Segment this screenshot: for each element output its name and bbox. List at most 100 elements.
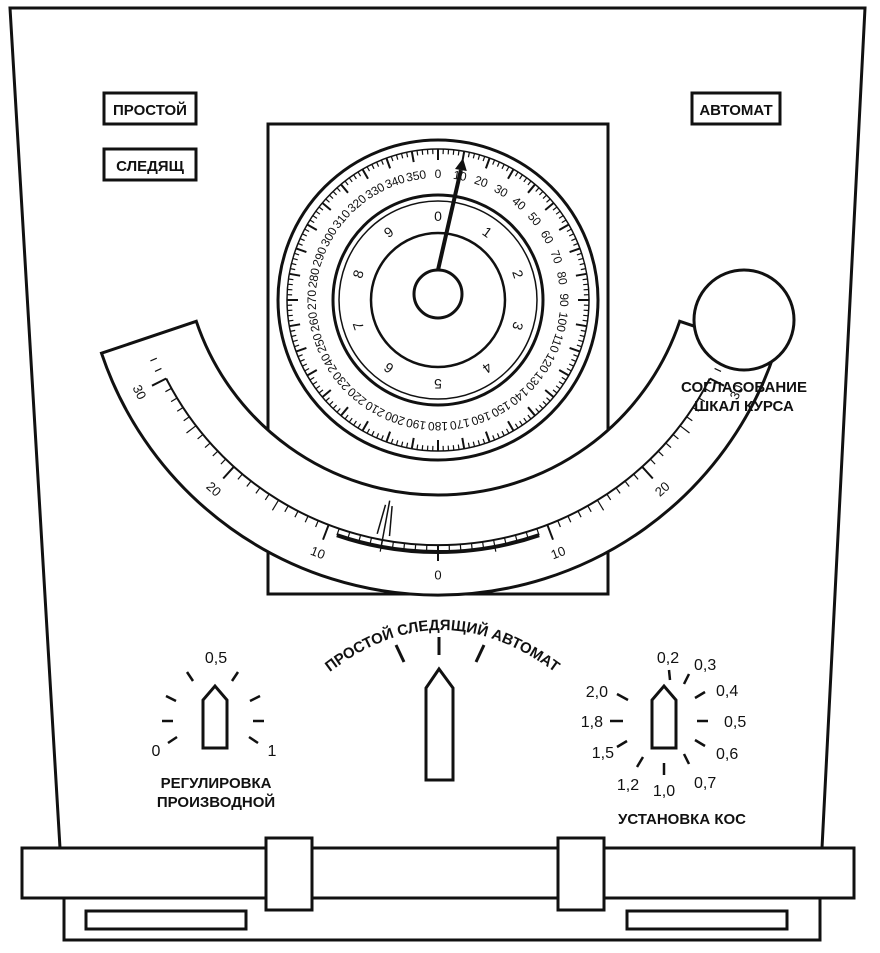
roll-tick [633,473,639,480]
heading-tick [452,445,455,451]
heading-tick [501,164,505,170]
heading-tick [514,171,519,177]
heading-tick [299,238,305,242]
roll-tick [679,425,690,434]
heading-label: 340 [383,171,407,191]
heading-tick [421,149,424,155]
heading-tick [579,334,585,338]
roll-tick [304,515,309,523]
indicator-avtomat: АВТОМАТ [690,91,782,126]
heading-tick [410,151,415,163]
roll-tick [403,543,406,551]
heading-label: 290 [310,245,330,269]
roll-tick [672,433,679,440]
roll-scale-outline [99,319,777,597]
derivative-knob-label-line2: ПРОИЗВОДНОЙ [157,793,275,811]
heading-tick [578,339,584,343]
heading-tick [332,190,338,196]
heading-tick [569,247,581,254]
heading-tick [321,389,332,398]
heading-tick [501,430,505,436]
heading-tick [299,358,305,362]
roll-tick [284,505,289,513]
heading-tick [287,283,293,286]
derivative-knob[interactable] [201,683,229,750]
roll-tick [692,406,700,412]
base-slot-left [84,909,248,931]
heading-tick [340,406,349,417]
roll-tick [358,534,362,542]
heading-tick [400,153,404,159]
heading-tick [477,440,481,446]
kos-mark-label: 0,3 [694,657,716,674]
heading-tick [297,354,303,358]
heading-tick [492,159,496,165]
heading-tick [304,367,310,372]
heading-tick [555,210,561,215]
heading-tick [328,400,334,406]
kos-mark-label: 1,8 [581,714,603,731]
heading-label: 350 [405,167,427,184]
roll-tick [493,539,497,552]
roll-tick [151,377,167,387]
heading-tick [290,268,296,271]
roll-tick [714,367,722,372]
sync-knob-label-line1: СОГЛАСОВАНИЕ [681,379,807,396]
heading-tick [416,150,419,156]
heading-tick [527,183,536,194]
rail-clamp-left [264,836,314,912]
heading-tick [371,164,375,170]
heading-label: 110 [546,332,566,355]
roll-tick [698,397,706,403]
heading-tick [576,344,582,348]
heading-tick [496,433,500,439]
heading-tick [461,437,466,449]
heading-tick [304,228,310,233]
heading-tick [575,323,587,328]
heading-tick [357,171,362,177]
sync-knob[interactable] [692,268,796,372]
heading-label: 100 [553,311,570,333]
heading-tick [302,233,308,237]
roll-tick [255,487,261,494]
heading-dial-labels: 0102030405060708090100110120130140150160… [305,167,571,433]
roll-label: 10 [308,543,327,562]
heading-tick [410,437,415,449]
roll-tick [577,510,582,518]
kos-knob[interactable] [650,683,678,750]
heading-tick [482,438,486,444]
roll-tick [150,357,158,362]
heading-tick [582,319,588,322]
heading-tick [406,442,409,448]
heading-label: 250 [309,331,329,355]
heading-tick [496,161,500,167]
heading-label: 160 [469,408,493,428]
inner-label: 0 [434,208,442,224]
heading-tick [582,278,588,281]
sync-knob-label-line2: ШКАЛ КУРСА [694,398,794,415]
kos-mark-label: 1,2 [617,777,639,794]
roll-tick [212,450,219,457]
heading-tick [568,233,574,237]
heading-tick [421,445,424,451]
heading-tick [366,428,371,434]
roll-label: 30 [130,382,150,402]
heading-tick [289,272,301,277]
heading-tick [295,247,307,254]
heading-tick [523,177,528,183]
dial-hub [412,268,464,320]
heading-tick [353,174,357,180]
roll-tick [186,425,197,434]
roll-tick [624,480,630,487]
roll-tick [704,387,711,393]
heading-tick [457,444,460,450]
mode-switch-handle[interactable] [424,666,455,782]
heading-label: 80 [554,270,570,286]
heading-tick [571,238,577,242]
heading-label: 270 [305,290,319,310]
heading-tick [309,219,315,224]
heading-tick [395,154,399,160]
heading-tick [289,323,301,328]
roll-tick [391,541,394,549]
roll-tick [514,534,518,542]
